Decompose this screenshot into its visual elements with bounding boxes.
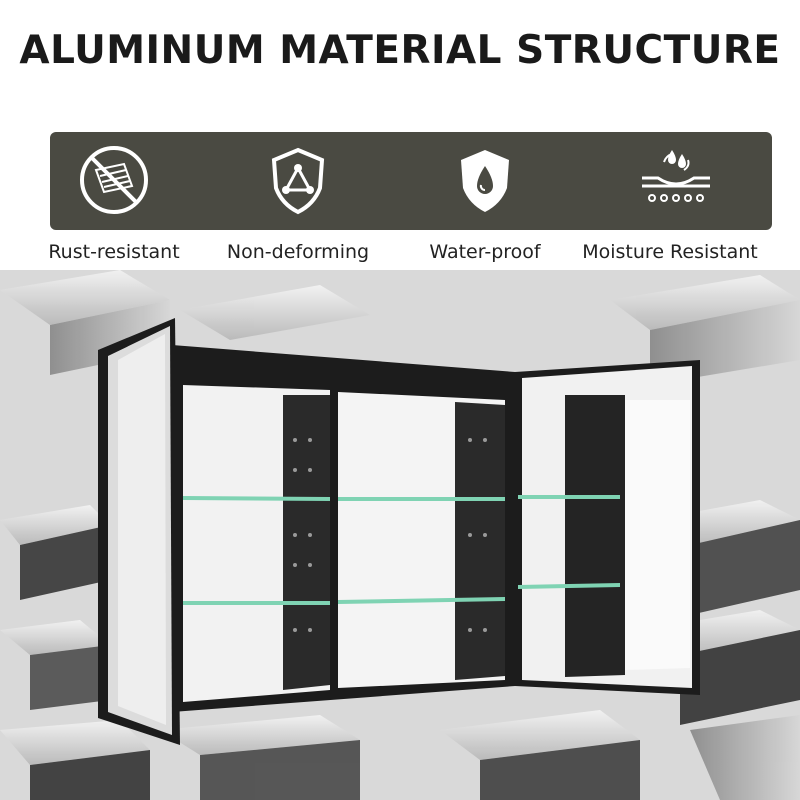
feature-bar bbox=[50, 132, 772, 230]
feature-label-rust-resistant: Rust-resistant bbox=[48, 241, 180, 263]
rust-resistant-icon bbox=[80, 146, 148, 214]
moisture-resistant-icon bbox=[642, 150, 710, 202]
feature-label-water-proof: Water-proof bbox=[429, 241, 541, 263]
feature-label-moisture-resistant: Moisture Resistant bbox=[582, 241, 758, 263]
page-title: ALUMINUM MATERIAL STRUCTURE bbox=[19, 28, 781, 73]
water-proof-shield-icon bbox=[461, 150, 509, 212]
non-deforming-shield-icon bbox=[271, 147, 325, 215]
feature-label-non-deforming: Non-deforming bbox=[226, 241, 370, 263]
